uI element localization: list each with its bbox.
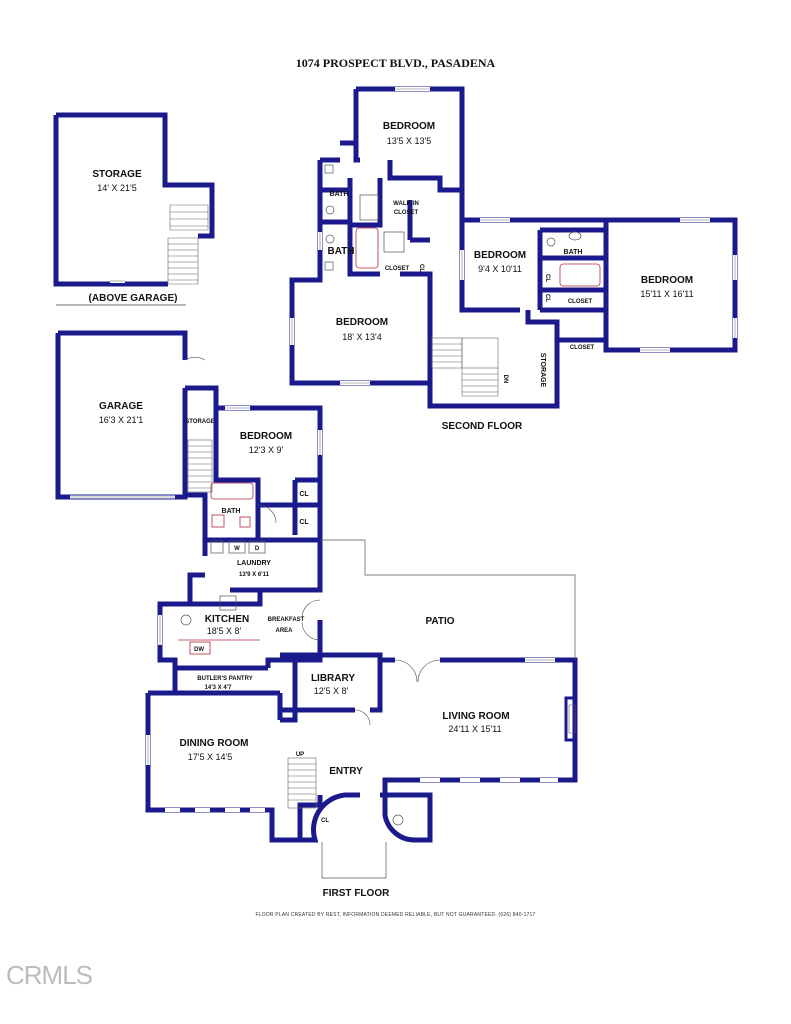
butlers-pantry-dims: 14'3 X 4'7 [205,685,233,691]
dw-label: DW [194,647,204,653]
butlers-pantry-name: BUTLER'S PANTRY [197,676,252,682]
crmls-watermark: CRMLS [6,960,93,990]
breakfast-l1: BREAKFAST [268,617,305,623]
bath-first-label: BATH [222,508,241,515]
fireplace [564,696,575,742]
storage-top-name: STORAGE [92,169,142,180]
library-dims: 12'5 X 8' [314,686,349,696]
storage-top-dims: 14' X 21'5 [97,183,136,193]
bath-upper-label: BATH [330,191,349,198]
bedroom-left-dims: 18' X 13'4 [342,332,381,342]
up-label: UP [296,752,304,758]
library-name: LIBRARY [311,673,355,684]
bedroom-top-dims: 13'5 X 13'5 [387,136,431,146]
storage-above-garage [53,112,215,287]
garage-door-swing [184,357,206,361]
bedroom-right-name: BEDROOM [641,275,693,286]
kitchen-name: KITCHEN [205,614,249,625]
second-floor-fixtures [355,227,601,287]
plan-title: 1074 PROSPECT BLVD., PASADENA [295,56,496,70]
closet-right2-label: CLOSET [570,345,595,351]
bedroom-top-name: BEDROOM [383,121,435,132]
bedroom-right-dims: 15'11 X 16'11 [640,289,693,299]
second-floor-stairs [431,337,499,397]
bath-middle-label: BATH [327,246,354,257]
bedroom-mid-dims: 9'4 X 10'11 [478,264,522,274]
dining-room-name: DINING ROOM [180,738,249,749]
bedroom-left-name: BEDROOM [336,317,388,328]
patio-label: PATIO [425,616,454,627]
garage-name: GARAGE [99,401,143,412]
storage-stairs [167,204,209,285]
entry-label: ENTRY [329,766,363,777]
breakfast-l2: AREA [275,628,293,634]
cl-mid-label: CL [418,264,424,272]
second-floor-label: SECOND FLOOR [442,421,523,432]
first-floor-windows [146,406,558,812]
above-garage-label: (ABOVE GARAGE) [89,293,178,304]
laundry-dims: 13'9 X 6'11 [239,572,270,578]
first-floor-fixtures [178,482,260,655]
garage-dims: 16'3 X 21'1 [99,415,143,425]
first-floor-patio [320,539,576,879]
credit-line: FLOOR PLAN CREATED BY REST, INFORMATION … [255,912,536,918]
first-floor-doors [257,504,441,726]
washer-label: W [234,546,240,552]
cl-first2-label: CL [299,519,309,526]
first-floor-window-lines [147,407,555,765]
laundry-name: LAUNDRY [237,560,271,567]
bedroom-first-dims: 12'3 X 9' [249,445,284,455]
second-floor-walls [289,86,738,409]
cl-entry-label: CL [321,818,329,824]
closet-mid-label: CLOSET [385,266,410,272]
first-floor-label: FIRST FLOOR [323,888,390,899]
storage-second-label: STORAGE [539,353,546,388]
walkin-closet-l1: WALK-IN [393,201,419,207]
cl-right2-label: CL [544,294,550,302]
cl-first1-label: CL [299,491,309,498]
closet-right-label: CLOSET [568,299,593,305]
walkin-closet-l2: CLOSET [394,210,419,216]
second-floor-window-lines [291,88,736,384]
second-floor-fixtures-gray [324,164,582,271]
dn-label: DN [502,375,508,384]
entry-stairs [287,757,317,809]
living-room-name: LIVING ROOM [442,711,509,722]
dryer-label: D [255,546,260,552]
living-room-dims: 24'11 X 15'11 [448,724,501,734]
dining-room-dims: 17'5 X 14'5 [188,752,232,762]
first-floor-appliances [180,540,404,826]
kitchen-dims: 18'5 X 8' [207,626,242,636]
bedroom-mid-name: BEDROOM [474,250,526,261]
bedroom-first-name: BEDROOM [240,431,292,442]
bath-right-label: BATH [564,249,583,256]
storage-small-label: STORAGE [185,419,215,425]
garage-stairs [187,439,213,493]
cl-right-label: CL [544,274,550,282]
